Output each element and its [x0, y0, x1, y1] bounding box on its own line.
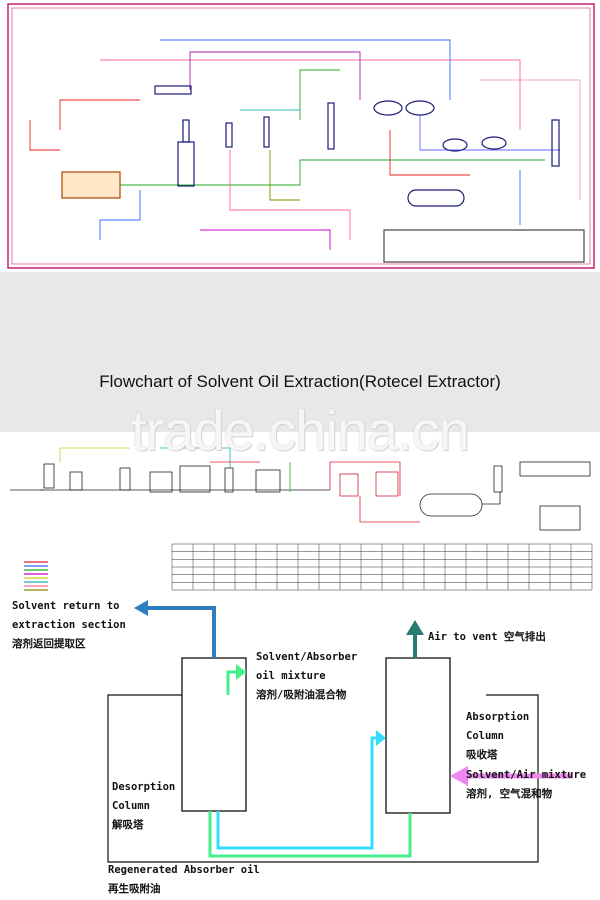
absorption-diagram-panel: Solvent return to extraction section 溶剂返… — [0, 600, 600, 900]
unit-9 — [375, 471, 399, 497]
mixture-label-line2: oil mixture — [256, 670, 326, 682]
regenerated-label-line1: Regenerated Absorber oil — [108, 864, 260, 876]
extractor-drum — [61, 171, 121, 199]
absorption-diagram — [107, 600, 572, 863]
unit-1 — [43, 463, 55, 489]
pipe-3 — [160, 39, 451, 100]
desorption-column — [181, 657, 247, 812]
condenser-1 — [373, 100, 403, 116]
desorption-label-line1: Desorption — [112, 781, 176, 793]
absorption-label: Absorption Column 吸收塔 — [466, 708, 529, 765]
pipe-16 — [29, 120, 60, 151]
flowchart-sheet — [0, 432, 600, 600]
air-vent-label: Air to vent 空气排出 — [428, 631, 546, 643]
flowchart-panel — [0, 272, 600, 600]
cyclone-bank — [519, 461, 591, 477]
solvent-return-label-line2: extraction section — [12, 619, 126, 631]
schematic-equipment — [61, 85, 585, 263]
receiver-tank — [419, 493, 483, 517]
solvent-air-arrowhead — [450, 766, 468, 786]
solvent-air-label-line2: 溶剂, 空气混和物 — [466, 788, 553, 800]
pipe-11 — [480, 79, 581, 200]
regenerated-label: Regenerated Absorber oil 再生吸附油 — [108, 861, 260, 899]
storage-tank — [407, 189, 465, 207]
desorption-label: Desorption Column 解吸塔 — [112, 778, 175, 835]
plant-schematic-panel — [0, 0, 600, 272]
mixture-label-line3: 溶剂/吸附油混合物 — [256, 689, 347, 701]
pipe-1 — [120, 159, 545, 186]
mixture-label: Solvent/Absorber oil mixture 溶剂/吸附油混合物 — [256, 648, 357, 705]
absorption-column — [385, 657, 451, 814]
pipe-4 — [189, 51, 361, 100]
schematic-inner-frame — [11, 7, 591, 265]
pipe-2 — [100, 59, 521, 130]
mixture-label-line1: Solvent/Absorber — [256, 651, 358, 663]
pipe-5 — [229, 150, 351, 240]
plant-schematic — [7, 3, 595, 269]
pipe-13 — [389, 130, 470, 176]
unit-4 — [149, 471, 173, 493]
title-block — [383, 229, 585, 263]
unit-10 — [493, 465, 503, 493]
flowchart-drawing — [0, 272, 600, 600]
evaporator-2 — [225, 122, 233, 148]
absorber-oil-line — [216, 736, 380, 850]
flowchart-title: Flowchart of Solvent Oil Extraction(Rote… — [99, 372, 501, 391]
unit-7 — [255, 469, 281, 493]
solvent-return-label-line1: Solvent return to — [12, 600, 120, 612]
absorption-label-line1: Absorption — [466, 711, 530, 723]
solvent-return-arrowhead — [134, 600, 148, 616]
unit-5 — [179, 465, 211, 493]
column-top — [182, 119, 190, 143]
unit-8 — [339, 473, 359, 497]
watermark: trade.china.cn — [131, 399, 470, 462]
flow-pipe-4 — [359, 496, 420, 523]
solvent-air-label: Solvent/Air mixture 溶剂, 空气混和物 — [466, 766, 586, 804]
pipe-7 — [99, 190, 141, 240]
schematic-frame — [7, 3, 595, 269]
evaporator-1 — [327, 102, 335, 150]
circulation-loop — [107, 694, 539, 863]
stripping-tower — [551, 119, 560, 167]
pipe-6 — [59, 99, 140, 130]
schematic-pipelines — [29, 39, 581, 250]
flow-pipe-7 — [482, 492, 501, 505]
mixture-feed-arrowhead — [236, 664, 246, 680]
condenser-4 — [481, 136, 507, 150]
solvent-return-label-line3: 溶剂返回提取区 — [12, 638, 86, 650]
absorption-label-line2: Column — [466, 730, 504, 742]
unit-6 — [224, 467, 234, 493]
solvent-return-label: Solvent return to extraction section 溶剂返… — [12, 600, 126, 654]
condenser-3 — [442, 138, 468, 152]
pipe-10 — [419, 115, 560, 151]
condenser-2 — [405, 100, 435, 116]
pipe-12 — [200, 229, 331, 250]
solvent-return-line — [146, 606, 216, 658]
flow-pipe-3 — [329, 461, 401, 496]
equipment-table — [24, 543, 593, 591]
desorption-label-line2: Column — [112, 800, 150, 812]
absorber-oil-arrowhead — [376, 730, 386, 746]
flowchart-lines — [10, 447, 501, 523]
solvent-air-label-line1: Solvent/Air mixture — [466, 769, 587, 781]
pipe-8 — [269, 150, 300, 201]
pipe-9 — [299, 69, 340, 120]
absorption-label-line3: 吸收塔 — [466, 749, 498, 761]
regenerated-oil-line — [208, 811, 412, 858]
flow-pipe-6 — [160, 447, 231, 468]
air-vent-arrowhead — [406, 620, 424, 635]
regenerated-label-line2: 再生吸附油 — [108, 883, 161, 895]
evaporator-3 — [263, 116, 270, 148]
desorption-label-line3: 解吸塔 — [112, 819, 144, 831]
condenser-top — [154, 85, 192, 95]
flow-pipe-5 — [59, 447, 130, 462]
legend-box — [539, 505, 581, 531]
